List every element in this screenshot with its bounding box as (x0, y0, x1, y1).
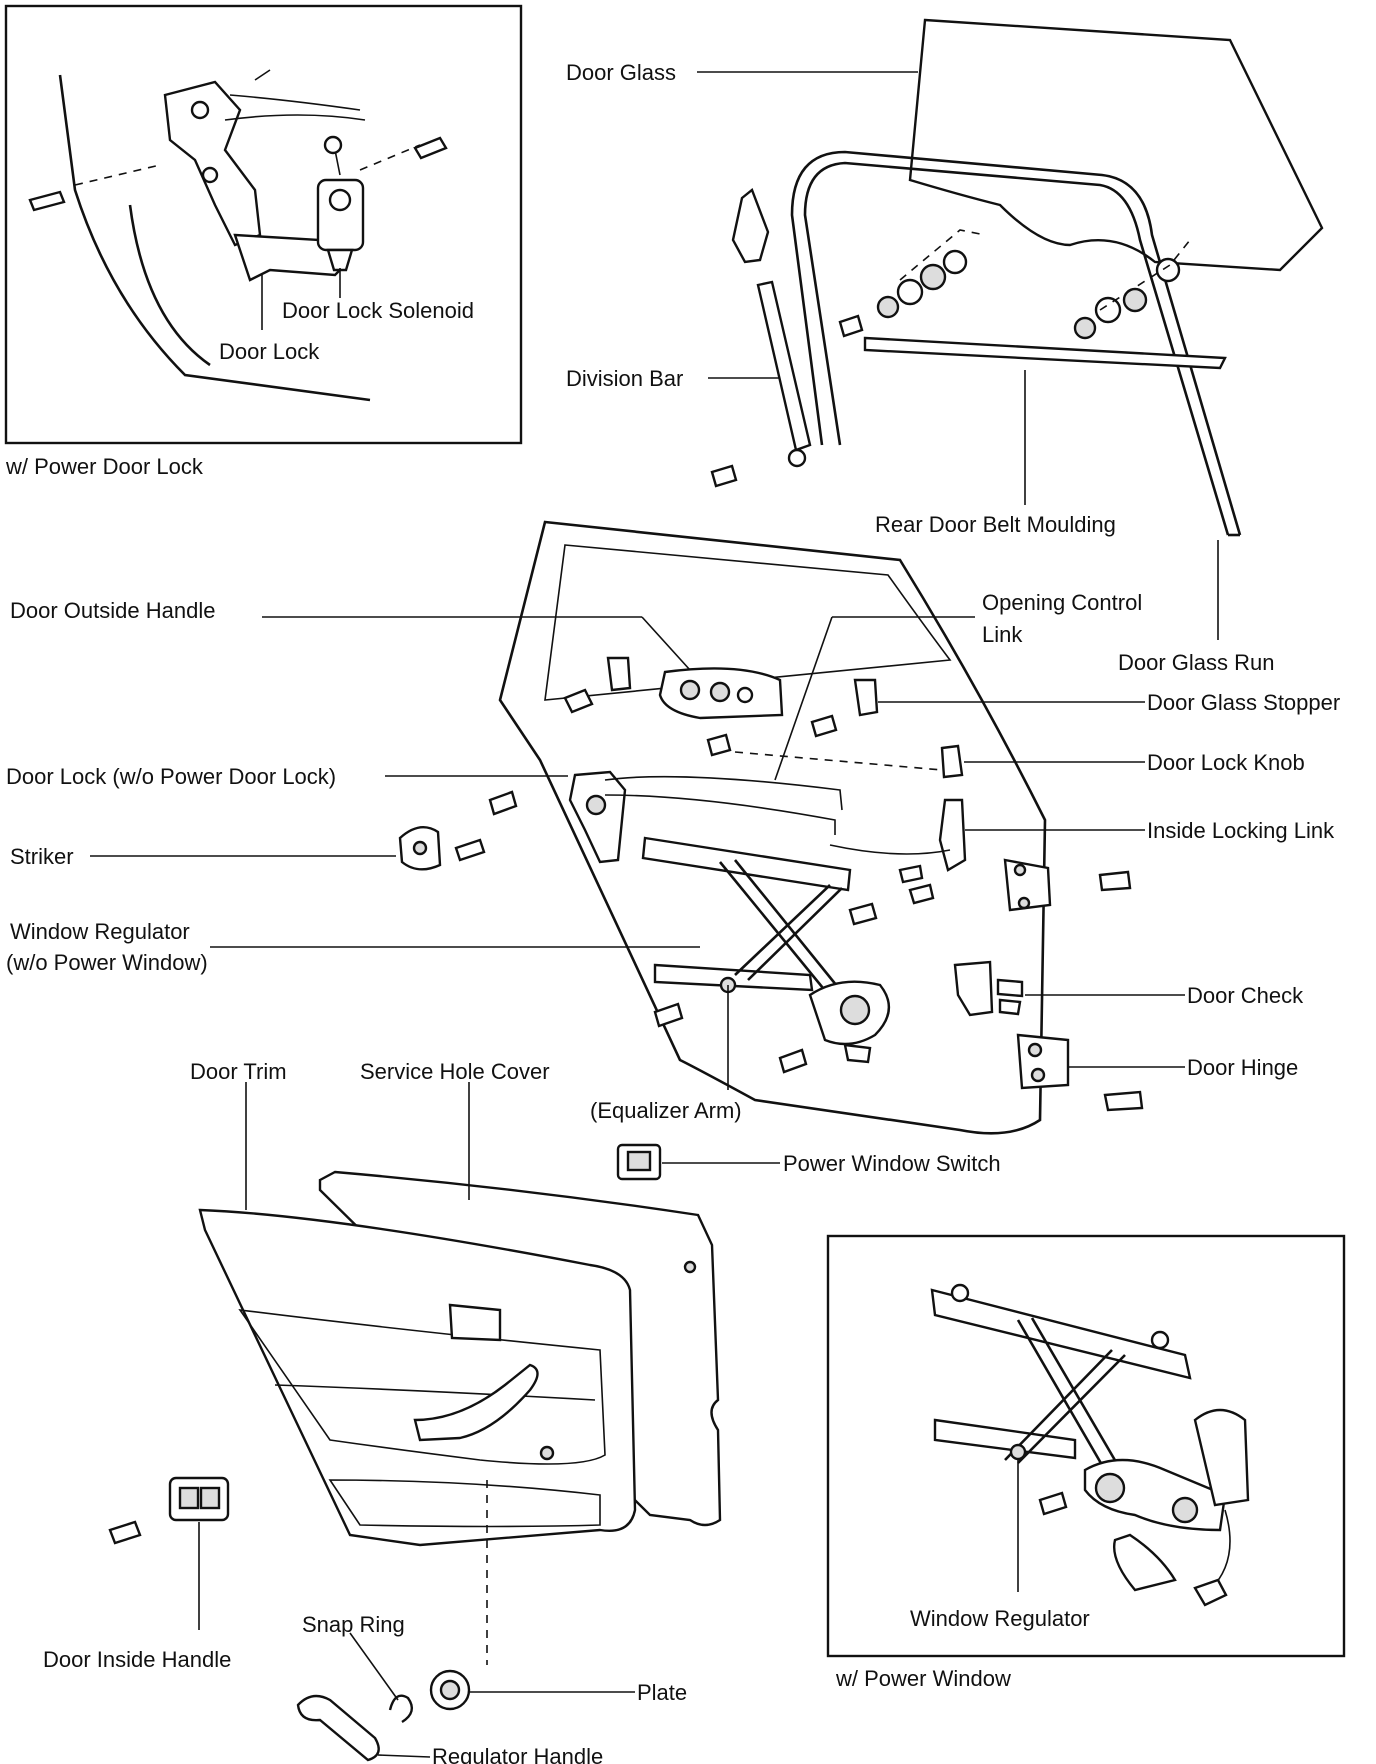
door-glass-run (790, 150, 1242, 537)
inset-power-door-lock: Door Lock Solenoid Door Lock (4, 4, 523, 445)
panel-screw-upper (706, 733, 732, 757)
door-outside-handle (658, 667, 784, 720)
caption-power-door-lock: w/ Power Door Lock (5, 454, 204, 479)
door-hinge-upper (1003, 858, 1132, 912)
door-check (953, 960, 1024, 1017)
division-bar (710, 188, 812, 488)
glass-fasteners (838, 229, 1191, 340)
label-door-glass-stopper: Door Glass Stopper (1147, 690, 1340, 715)
door-glass-stopper (810, 678, 879, 738)
inside-locking-link (829, 798, 967, 872)
screw-inset-right (413, 136, 448, 160)
handle-bracket (606, 656, 632, 692)
door-trim (198, 1208, 637, 1547)
regulator-handle (296, 1694, 380, 1762)
door-glass (908, 18, 1324, 272)
label-plate: Plate (637, 1680, 687, 1705)
label-service-hole-cover: Service Hole Cover (360, 1059, 550, 1084)
label-window-regulator-2: (w/o Power Window) (6, 950, 208, 975)
label-window-regulator-1: Window Regulator (10, 919, 190, 944)
label-snap-ring: Snap Ring (302, 1612, 405, 1637)
door-panel (498, 520, 1047, 1135)
door-lock-solenoid-inset (316, 135, 365, 272)
label-power-window-switch: Power Window Switch (783, 1151, 1001, 1176)
regulator-bolt-left (653, 1002, 684, 1028)
label-door-lock-no-power: Door Lock (w/o Power Door Lock) (6, 764, 336, 789)
plate (429, 1669, 471, 1711)
label-door-lock-knob: Door Lock Knob (1147, 750, 1305, 775)
label-rear-door-belt-moulding: Rear Door Belt Moulding (875, 512, 1116, 537)
inset-power-window: Window Regulator (826, 1234, 1346, 1658)
label-division-bar: Division Bar (566, 366, 683, 391)
window-regulator-manual (641, 836, 935, 1064)
label-opening-control-link-2: Link (982, 622, 1023, 647)
door-lock-knob (734, 744, 964, 779)
label-window-regulator-power: Window Regulator (910, 1606, 1090, 1631)
caption-power-window: w/ Power Window (835, 1666, 1011, 1691)
door-lock-mechanism-inset (163, 69, 366, 282)
snap-ring (388, 1694, 414, 1724)
window-regulator-power (930, 1283, 1250, 1607)
door-lock-main (488, 770, 843, 864)
label-door-lock-solenoid: Door Lock Solenoid (282, 298, 474, 323)
label-door-glass-run: Door Glass Run (1118, 650, 1275, 675)
label-door-hinge: Door Hinge (1187, 1055, 1298, 1080)
door-inside-handle (108, 1476, 230, 1545)
label-door-check: Door Check (1187, 983, 1304, 1008)
label-inside-locking-link: Inside Locking Link (1147, 818, 1335, 843)
label-opening-control-link-1: Opening Control (982, 590, 1142, 615)
handle-screw (563, 688, 594, 714)
label-door-lock-inset: Door Lock (219, 339, 320, 364)
label-equalizer-arm: (Equalizer Arm) (590, 1098, 742, 1123)
power-window-switch (616, 1143, 662, 1181)
label-door-outside-handle: Door Outside Handle (10, 598, 215, 623)
regulator-bolt-bottom (778, 1048, 808, 1074)
door-hinge (1016, 1033, 1144, 1112)
screw-inset-left (28, 190, 66, 212)
label-door-glass: Door Glass (566, 60, 676, 85)
label-door-trim: Door Trim (190, 1059, 287, 1084)
label-regulator-handle: Regulator Handle (432, 1744, 603, 1764)
label-striker: Striker (10, 844, 74, 869)
striker (398, 826, 486, 871)
rear-door-belt-moulding (863, 336, 1227, 370)
label-door-inside-handle: Door Inside Handle (43, 1647, 231, 1672)
